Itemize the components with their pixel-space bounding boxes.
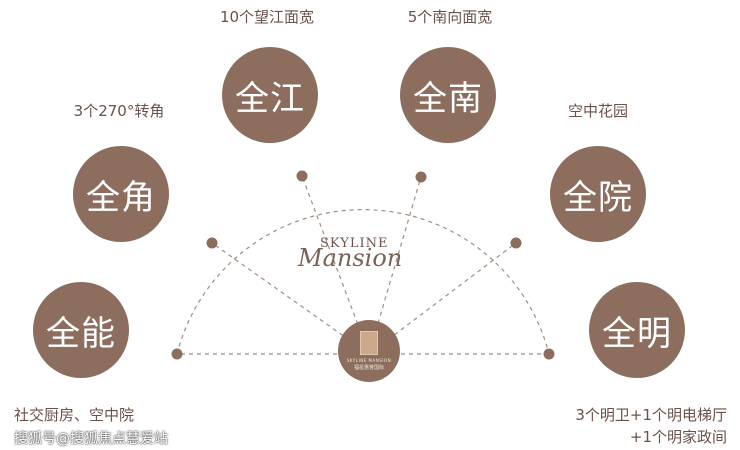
- caption-quanjiao: 3个270°转角: [73, 102, 165, 120]
- badge-text-cn: 福星惠誉国际: [353, 365, 384, 371]
- caption-quanming-line2: +1个明家政间: [629, 428, 727, 446]
- node-dot-right: [543, 348, 555, 360]
- node-dot-top-left: [296, 170, 308, 182]
- node-dot-left: [171, 348, 183, 360]
- caption-quanjiang: 10个望江面宽: [219, 8, 315, 26]
- spoke-upper-right: [368, 242, 517, 355]
- circle-quanjiao: 全角: [73, 146, 169, 242]
- node-dot-top-right: [415, 171, 427, 183]
- logo-mansion: Mansion: [298, 244, 403, 272]
- circle-quanjiang: 全江: [222, 47, 318, 143]
- spoke-top-right: [368, 176, 422, 355]
- caption-quannan: 5个南向面宽: [407, 8, 493, 26]
- caption-quanneng: 社交厨房、空中院: [14, 406, 135, 424]
- logo-skyline: SKYLINE: [320, 236, 389, 251]
- circle-quanneng: 全能: [33, 282, 129, 378]
- node-dot-upper-left: [206, 237, 218, 249]
- badge-text-en: SKYLINE MANSION: [346, 358, 392, 363]
- circle-quanyuan: 全院: [550, 146, 646, 242]
- center-badge: SKYLINE MANSION 福星惠誉国际: [338, 320, 400, 382]
- circle-quanming: 全明: [589, 282, 685, 378]
- node-dot-upper-right: [510, 237, 522, 249]
- caption-quanming-line1: 3个明卫+1个明电梯厅: [575, 406, 727, 424]
- caption-quanyuan: 空中花园: [567, 102, 629, 120]
- circle-quannan: 全南: [400, 47, 496, 143]
- badge-emblem-icon: [360, 331, 378, 355]
- watermark: 搜狐号@搜狐焦点慧爱站: [14, 431, 168, 447]
